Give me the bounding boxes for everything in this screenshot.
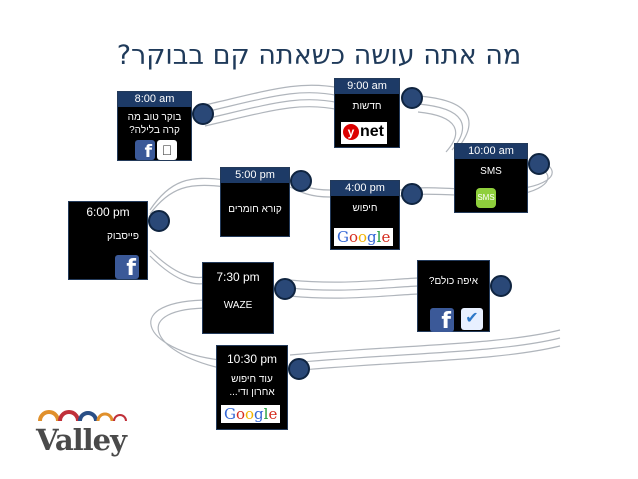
card-sms: 10:00 am SMS xyxy=(454,143,528,213)
card-text: WAZE xyxy=(223,300,253,311)
card-text: פייסבוק xyxy=(106,231,139,242)
facebook-icon: f xyxy=(430,308,454,332)
foursquare-icon: ✔ xyxy=(461,308,483,330)
connector-knob xyxy=(274,278,296,300)
card-text: קורא חומרים xyxy=(228,204,282,215)
connector-knob xyxy=(528,153,550,175)
card-time: 8:00 am xyxy=(118,92,191,107)
connector-knob xyxy=(490,275,512,297)
card-text: SMS xyxy=(480,166,502,177)
logo-arches-icon xyxy=(38,410,127,422)
card-time: 7:30 pm xyxy=(203,267,273,287)
card-text: עוד חיפוש אחרון ודי... xyxy=(229,374,275,398)
card-waze: 7:30 pm WAZE xyxy=(202,262,274,334)
facebook-icon: f xyxy=(135,140,155,160)
connector-knob xyxy=(401,183,423,205)
card-text: חיפוש xyxy=(352,203,378,214)
card-time: 10:30 pm xyxy=(217,349,287,369)
connector-knob xyxy=(288,358,310,380)
sms-icon: SMS xyxy=(476,188,496,208)
apple-icon:  xyxy=(157,140,177,160)
logo-text: Valley xyxy=(36,423,127,457)
card-time: 9:00 am xyxy=(335,79,399,94)
facebook-icon: f xyxy=(115,255,139,279)
google-logo: Google xyxy=(221,405,281,423)
card-news: 9:00 am חדשות xyxy=(334,78,400,148)
card-time: 4:00 pm xyxy=(331,181,399,196)
card-text: בוקר טוב מה קרה בלילה? xyxy=(127,112,182,136)
card-reading: 5:00 pm קורא חומרים xyxy=(220,167,290,237)
card-time: 10:00 am xyxy=(455,144,527,159)
google-logo: Google xyxy=(334,228,394,246)
card-morning: 8:00 am בוקר טוב מה קרה בלילה? xyxy=(117,91,192,161)
card-time: 6:00 pm xyxy=(69,202,147,222)
valley-logo: Valley xyxy=(36,405,128,457)
connector-knob xyxy=(192,103,214,125)
card-time: 5:00 pm xyxy=(221,168,289,183)
page-title: מה אתה עושה כשאתה קם בבוקר? xyxy=(116,40,522,71)
card-text: איפה כולם? xyxy=(428,276,479,287)
connector-knob xyxy=(290,170,312,192)
connector-knob xyxy=(401,87,423,109)
connector-knob xyxy=(148,210,170,232)
card-text: חדשות xyxy=(352,101,382,112)
